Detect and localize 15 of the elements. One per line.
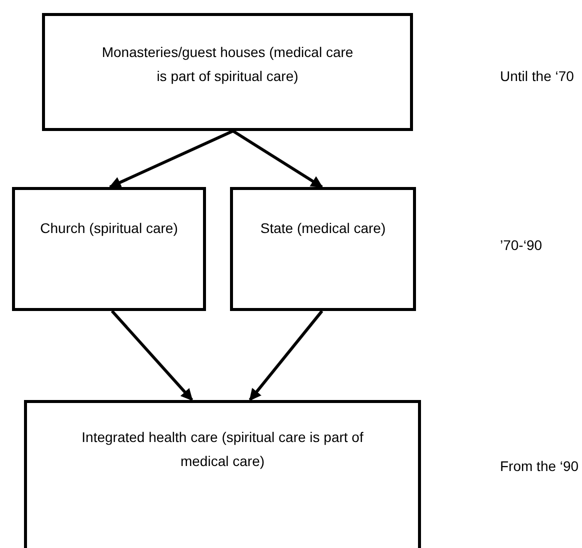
box-text: Church (spiritual care) xyxy=(39,219,179,238)
process-box xyxy=(12,187,206,311)
box-text: Integrated health care (spiritual care is part of medical care) xyxy=(80,428,364,471)
arrow xyxy=(108,130,234,188)
period-label: From the ‘90 xyxy=(500,458,579,474)
process-box xyxy=(42,13,413,131)
period-label: ’70-‘90 xyxy=(500,237,542,253)
process-box xyxy=(24,400,421,548)
arrow xyxy=(110,310,194,401)
period-label: Until the ‘70 xyxy=(500,68,574,84)
box-text: Monasteries/guest houses (medical care is part of spiritual care) xyxy=(100,43,354,86)
process-box xyxy=(230,187,416,311)
arrow xyxy=(232,130,324,188)
box-text: State (medical care) xyxy=(259,219,387,238)
arrow xyxy=(248,310,324,401)
